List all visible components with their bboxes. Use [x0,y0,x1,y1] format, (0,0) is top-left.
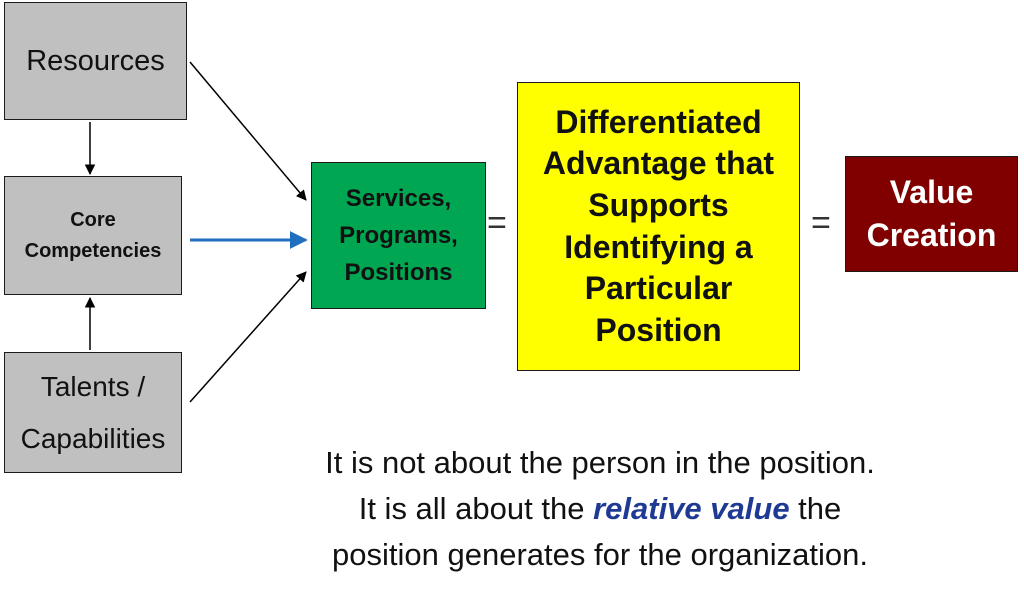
services-programs-positions-box: Services, Programs, Positions [311,162,486,309]
core-label-line1: Core [70,208,116,231]
caption-line1: It is not about the person in the positi… [325,445,875,480]
advantage-label-line4: Identifying a [564,228,753,265]
core-label-line2: Competencies [24,239,162,262]
arrow-talents-to-services [189,271,307,403]
value-label-line2: Creation [866,217,997,253]
talents-capabilities-box: Talents / Capabilities [4,352,182,473]
equals-sign-1: = [487,204,507,242]
arrow-resources-to-services [189,61,307,201]
advantage-label-line5: Particular [584,270,733,307]
advantage-label-line6: Position [595,311,722,348]
equals-sign-2: = [811,204,831,242]
services-label-line2: Programs, [339,221,458,249]
caption: It is not about the person in the positi… [250,440,950,578]
talents-label-line2: Capabilities [20,422,166,454]
advantage-label-line1: Differentiated [555,103,762,140]
core-competencies-box: Core Competencies [4,176,182,295]
advantage-label-line3: Supports [588,186,729,223]
caption-emphasis: relative value [593,491,790,526]
value-label-line1: Value [889,173,974,210]
advantage-label-line2: Advantage that [542,145,775,182]
services-label-line3: Positions [344,259,453,287]
differentiated-advantage-box: Differentiated Advantage that Supports I… [517,82,800,371]
value-creation-box: Value Creation [845,156,1018,272]
caption-line2-pre: It is all about the [358,491,594,526]
caption-line2-post: the [789,491,842,526]
resources-box: Resources [4,2,187,120]
caption-line2: It is all about the relative value the [250,486,950,532]
resources-label: Resources [26,44,165,77]
caption-line3: position generates for the organization. [332,537,868,572]
talents-label-line1: Talents / [40,370,146,402]
services-label-line1: Services, [345,184,452,212]
